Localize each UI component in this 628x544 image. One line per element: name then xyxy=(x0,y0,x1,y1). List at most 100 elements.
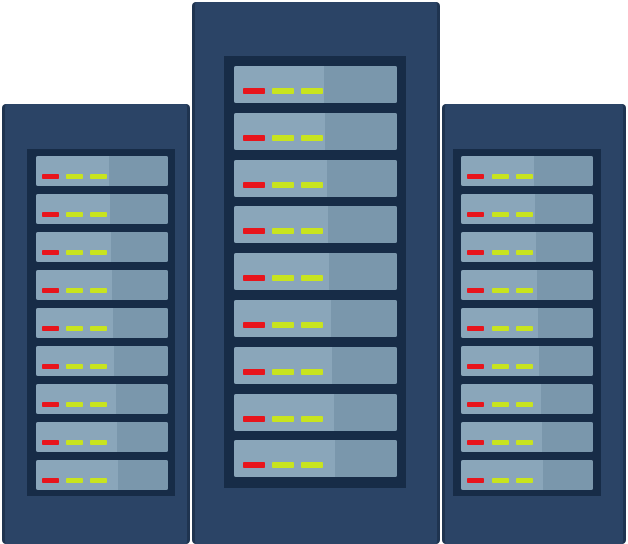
status-led-green xyxy=(90,364,107,369)
unit-shadow xyxy=(538,308,593,338)
status-led-green xyxy=(66,478,83,483)
unit-shadow xyxy=(542,422,593,452)
status-led-green xyxy=(492,326,509,331)
server-unit xyxy=(36,270,168,300)
server-unit xyxy=(234,346,397,384)
server-unit xyxy=(234,206,397,244)
unit-shadow xyxy=(110,194,168,224)
unit-shadow xyxy=(325,112,397,150)
status-led-green xyxy=(492,212,509,217)
status-led-green xyxy=(516,288,533,293)
status-led-green xyxy=(492,364,509,369)
unit-shadow xyxy=(117,422,168,452)
status-led-green xyxy=(272,322,294,328)
unit-shadow xyxy=(328,206,397,244)
status-led-green xyxy=(301,228,323,235)
status-led-green xyxy=(90,174,107,179)
status-led-green xyxy=(90,402,107,407)
server-unit xyxy=(461,346,593,376)
status-led-green xyxy=(66,364,83,369)
server-unit xyxy=(461,422,593,452)
status-led-red xyxy=(243,88,265,94)
status-led-green xyxy=(516,326,533,331)
server-unit xyxy=(36,460,168,490)
server-unit xyxy=(36,156,168,186)
status-led-red xyxy=(243,415,265,422)
status-led-red xyxy=(42,250,59,255)
status-led-red xyxy=(467,478,484,483)
status-led-green xyxy=(272,181,294,188)
status-led-green xyxy=(272,462,294,469)
status-led-green xyxy=(516,402,533,407)
status-led-red xyxy=(42,174,59,179)
status-led-red xyxy=(467,250,484,255)
server-unit xyxy=(234,253,397,291)
unit-shadow xyxy=(109,156,168,186)
server-unit xyxy=(36,346,168,376)
status-led-green xyxy=(66,402,83,407)
unit-shadow xyxy=(324,66,397,103)
status-led-green xyxy=(301,275,323,282)
unit-shadow xyxy=(113,308,168,338)
server-unit xyxy=(234,66,397,103)
unit-shadow xyxy=(335,440,397,478)
status-led-green xyxy=(66,174,83,179)
unit-shadow xyxy=(329,253,397,291)
status-led-green xyxy=(492,402,509,407)
unit-shadow xyxy=(543,460,593,490)
status-led-red xyxy=(243,134,265,141)
server-unit xyxy=(36,232,168,262)
status-led-green xyxy=(492,174,509,179)
server-unit xyxy=(461,232,593,262)
unit-shadow xyxy=(535,194,593,224)
status-led-red xyxy=(243,181,265,188)
status-led-red xyxy=(42,288,59,293)
server-unit xyxy=(234,440,397,478)
status-led-red xyxy=(42,478,59,483)
unit-shadow xyxy=(111,232,168,262)
status-led-green xyxy=(272,275,294,282)
unit-shadow xyxy=(114,346,168,376)
status-led-green xyxy=(301,322,323,328)
status-led-green xyxy=(492,478,509,483)
status-led-red xyxy=(243,228,265,235)
server-unit xyxy=(36,422,168,452)
status-led-green xyxy=(301,134,323,141)
status-led-red xyxy=(42,364,59,369)
status-led-red xyxy=(42,326,59,331)
status-led-red xyxy=(42,212,59,217)
server-unit xyxy=(461,460,593,490)
status-led-red xyxy=(243,368,265,375)
unit-shadow xyxy=(116,384,168,414)
unit-shadow xyxy=(112,270,168,300)
status-led-green xyxy=(301,415,323,422)
server-unit xyxy=(461,308,593,338)
status-led-green xyxy=(301,88,323,94)
unit-shadow xyxy=(118,460,168,490)
server-unit xyxy=(461,384,593,414)
unit-shadow xyxy=(332,346,397,384)
status-led-green xyxy=(516,250,533,255)
status-led-green xyxy=(301,368,323,375)
server-unit xyxy=(234,112,397,150)
status-led-red xyxy=(243,462,265,469)
status-led-green xyxy=(516,440,533,445)
unit-shadow xyxy=(534,156,593,186)
status-led-green xyxy=(272,368,294,375)
status-led-green xyxy=(66,250,83,255)
server-unit xyxy=(36,194,168,224)
status-led-green xyxy=(66,288,83,293)
status-led-green xyxy=(516,364,533,369)
server-unit xyxy=(36,384,168,414)
status-led-green xyxy=(272,228,294,235)
unit-shadow xyxy=(331,300,397,337)
status-led-red xyxy=(243,322,265,328)
status-led-green xyxy=(272,88,294,94)
status-led-green xyxy=(301,181,323,188)
unit-shadow xyxy=(539,346,593,376)
status-led-green xyxy=(301,462,323,469)
status-led-green xyxy=(492,288,509,293)
status-led-red xyxy=(467,402,484,407)
status-led-red xyxy=(467,174,484,179)
status-led-red xyxy=(243,275,265,282)
